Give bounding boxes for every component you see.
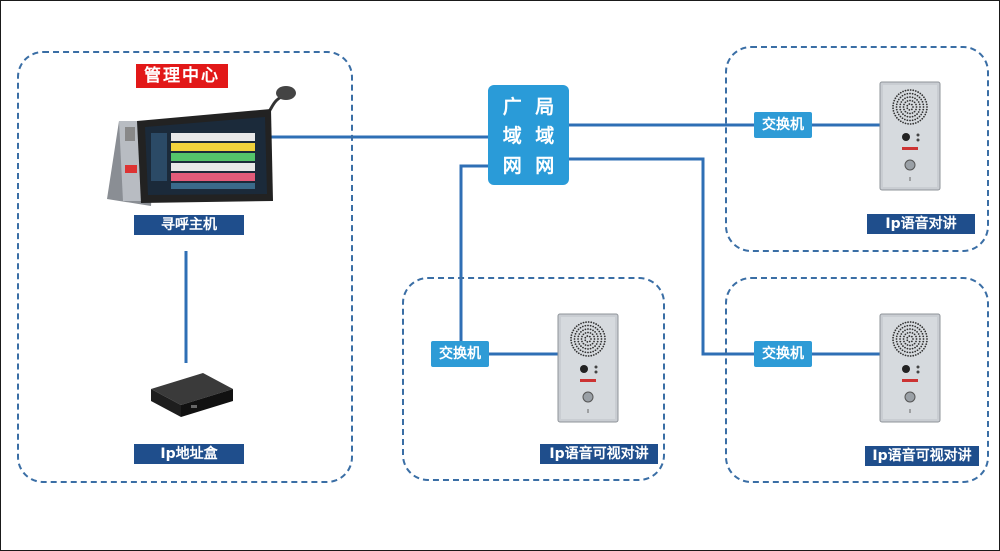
terminal-label-bottom-right: Ip语音可视对讲 bbox=[865, 446, 979, 466]
lan-char-1: 局 bbox=[535, 96, 555, 119]
ip-box-label: Ip地址盒 bbox=[134, 444, 244, 464]
terminal-zone-bottom-right bbox=[725, 277, 989, 483]
paging-host-icon bbox=[107, 86, 296, 206]
management-zone bbox=[17, 51, 353, 483]
terminal-label-middle: Ip语音可视对讲 bbox=[540, 444, 658, 464]
wan-char-2: 域 bbox=[502, 125, 522, 148]
switch-middle: 交换机 bbox=[431, 341, 489, 367]
intercom-panel-icon bbox=[879, 81, 941, 195]
wan-lan-box: 广 局 域 域 网 网 bbox=[488, 85, 569, 185]
video-intercom-panel-icon bbox=[557, 313, 619, 427]
wan-char-3: 网 bbox=[502, 154, 522, 177]
paging-host-label: 寻呼主机 bbox=[134, 215, 244, 235]
wan-char-1: 广 bbox=[502, 96, 522, 119]
line-lan-switch-middle bbox=[459, 164, 488, 341]
lan-char-3: 网 bbox=[535, 154, 555, 177]
terminal-zone-middle bbox=[402, 277, 665, 481]
switch-bottom-right: 交换机 bbox=[754, 341, 812, 367]
terminal-zone-top-right bbox=[725, 46, 989, 252]
terminal-label-top-right: Ip语音对讲 bbox=[867, 214, 975, 234]
ip-box-icon bbox=[151, 373, 233, 417]
video-intercom-panel-icon bbox=[879, 313, 941, 427]
management-center-label: 管理中心 bbox=[136, 64, 228, 88]
lan-char-2: 域 bbox=[535, 125, 555, 148]
line-lan-switch-right-bottom bbox=[569, 157, 756, 356]
switch-top-right: 交换机 bbox=[754, 112, 812, 138]
